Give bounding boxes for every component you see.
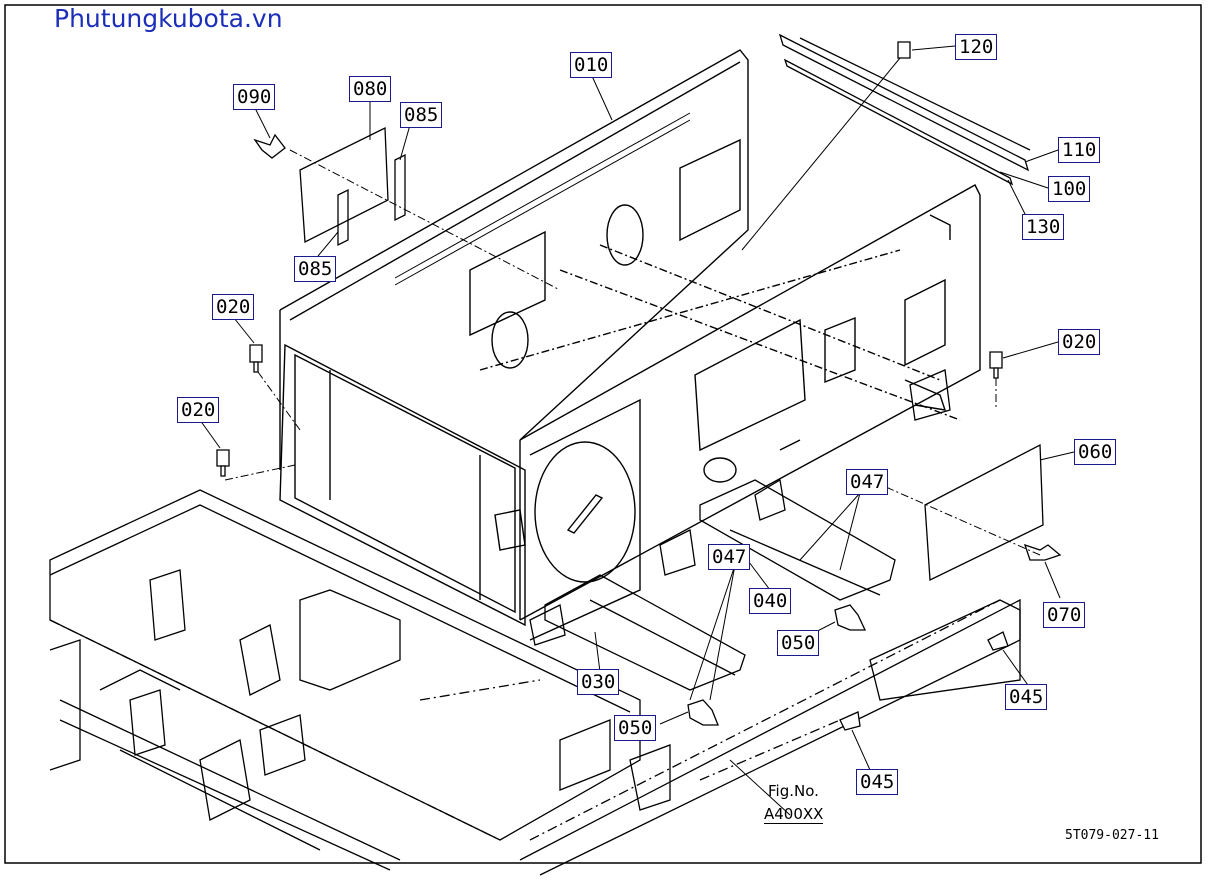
clip-045-a [987,631,1009,651]
callout-085[interactable]: 085 [400,102,443,128]
callout-030[interactable]: 030 [577,669,620,695]
spacer-085-bottom [337,188,349,247]
callout-110[interactable]: 110 [1058,137,1101,163]
callout-050[interactable]: 050 [614,715,657,741]
wing-nut-050-b [687,699,719,726]
panels [299,126,1044,582]
callout-045[interactable]: 045 [1005,684,1048,710]
callout-045[interactable]: 045 [856,769,899,795]
callout-047[interactable]: 047 [708,544,751,570]
callout-130[interactable]: 130 [1022,214,1065,240]
callout-060[interactable]: 060 [1074,439,1117,465]
top-rails [778,33,1031,186]
main-housing [279,49,981,641]
spacer-085-top [394,153,406,222]
callout-020[interactable]: 020 [212,294,255,320]
panel-080 [299,126,389,244]
leader-lines [199,45,1075,816]
panel-060 [924,443,1044,582]
callout-050[interactable]: 050 [777,630,820,656]
callout-070[interactable]: 070 [1043,602,1086,628]
bolt-020-b [216,449,230,467]
under-trays [529,369,951,691]
callout-020[interactable]: 020 [1058,329,1101,355]
bolt-120 [897,41,911,59]
fasteners [216,41,1062,731]
watermark-text: Phutungkubota.vn [54,4,283,33]
callout-047[interactable]: 047 [846,469,889,495]
callout-120[interactable]: 120 [955,34,998,60]
callout-100[interactable]: 100 [1048,176,1091,202]
callout-090[interactable]: 090 [233,84,276,110]
bolt-020-a [249,344,263,363]
wing-nut-050-a [834,604,867,631]
drawing-border [4,4,1202,864]
callout-020[interactable]: 020 [177,397,220,423]
callout-080[interactable]: 080 [349,76,392,102]
fig-no-value: A400XX [764,805,824,824]
fig-no-label: Fig.No. [768,782,819,800]
callout-010[interactable]: 010 [570,52,613,78]
bolt-020-c [989,351,1003,369]
wing-nut-070 [1023,543,1062,561]
chassis-frame [49,489,1021,876]
clip-045-b [839,711,861,731]
callout-085[interactable]: 085 [294,256,337,282]
drawing-code: 5T079-027-11 [1065,828,1159,843]
wing-nut-090 [253,133,286,159]
callout-040[interactable]: 040 [749,588,792,614]
